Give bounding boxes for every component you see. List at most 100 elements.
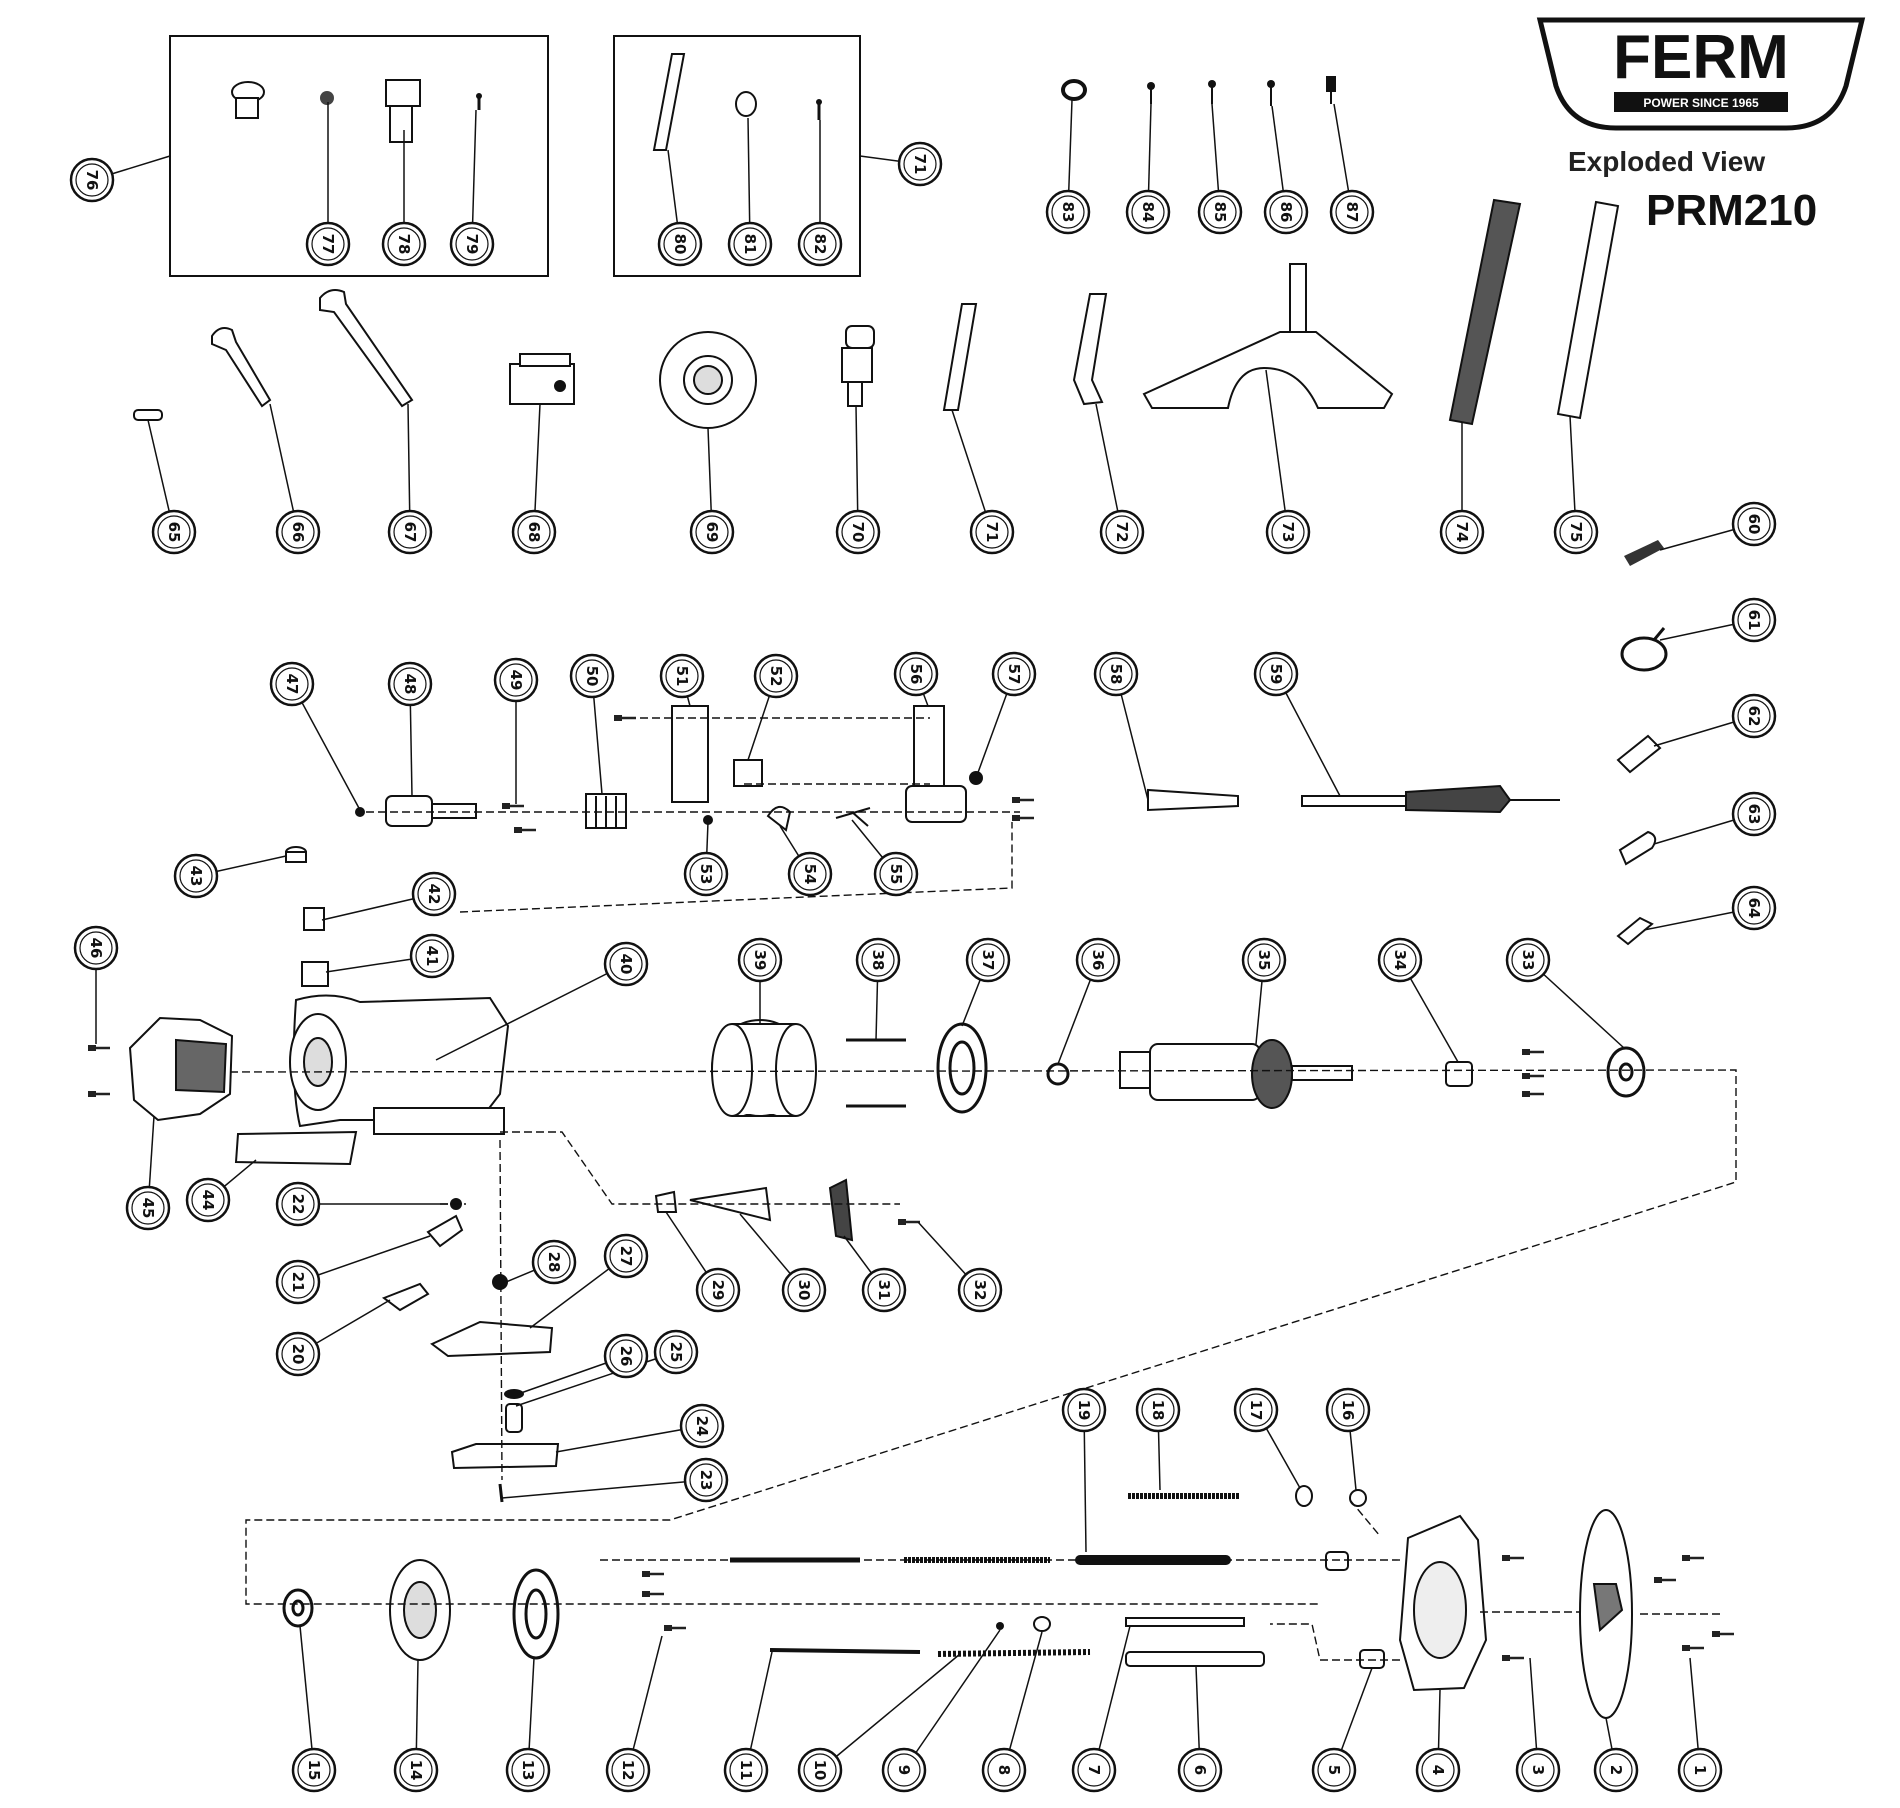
part-73-drawing — [1142, 263, 1394, 409]
callout-label-68: 68 — [525, 522, 543, 543]
callout-label-38: 38 — [869, 950, 887, 971]
leader-line-12 — [627, 1635, 663, 1771]
callout-label-71: 71 — [911, 154, 929, 175]
callout-5: 5 — [1311, 1747, 1357, 1793]
callout-label-10: 10 — [811, 1760, 829, 1781]
leader-line-19 — [1083, 1409, 1087, 1553]
callout-15: 15 — [291, 1747, 337, 1793]
part-21-drawing — [426, 1214, 464, 1248]
part-82-drawing — [816, 99, 822, 120]
callout-label-5: 5 — [1325, 1765, 1343, 1775]
callout-4: 4 — [1415, 1747, 1461, 1793]
callout-label-62: 62 — [1745, 706, 1763, 727]
callout-label-54: 54 — [801, 864, 819, 885]
callout-label-30: 30 — [795, 1280, 813, 1301]
callout-10: 10 — [797, 1747, 843, 1793]
callout-72: 72 — [1099, 509, 1145, 555]
callout-label-28: 28 — [545, 1252, 563, 1273]
callout-31: 31 — [861, 1267, 907, 1313]
callout-74: 74 — [1439, 509, 1485, 555]
part-20-drawing — [381, 1282, 430, 1312]
callout-label-1: 1 — [1691, 1765, 1709, 1775]
callout-57: 57 — [991, 651, 1037, 697]
part-16-drawing — [1349, 1489, 1367, 1507]
part-36-drawing — [1046, 1062, 1070, 1086]
part-28-drawing — [492, 1274, 508, 1290]
leader-line-7 — [1093, 1625, 1131, 1771]
part-17-drawing — [1295, 1485, 1313, 1507]
callout-label-63: 63 — [1745, 804, 1763, 825]
callout-label-66: 66 — [289, 522, 307, 543]
callout-label-56: 56 — [907, 664, 925, 685]
callout-12: 12 — [605, 1747, 651, 1793]
callout-label-46: 46 — [87, 938, 105, 959]
callout-54: 54 — [787, 851, 833, 897]
callout-28: 28 — [531, 1239, 577, 1285]
leader-line-23 — [501, 1479, 707, 1499]
part-85-drawing — [1208, 80, 1216, 104]
callout-7: 7 — [1071, 1747, 1117, 1793]
callout-38: 38 — [855, 937, 901, 983]
callout-label-35: 35 — [1255, 950, 1273, 971]
callout-41: 41 — [409, 933, 455, 979]
leader-line-8 — [1003, 1631, 1043, 1771]
part-48-drawing — [385, 795, 477, 827]
callout-43: 43 — [173, 853, 219, 899]
part-9-drawing — [996, 1622, 1004, 1630]
callout-label-76: 76 — [83, 170, 101, 191]
leader-line-40 — [435, 963, 627, 1061]
callout-16: 16 — [1325, 1387, 1371, 1433]
part-40-drawing — [289, 994, 510, 1135]
callout-83: 83 — [1045, 189, 1091, 235]
part-61-drawing — [1620, 627, 1668, 672]
part-83-drawing — [1061, 79, 1087, 101]
callout-label-42: 42 — [425, 884, 443, 905]
callout-29: 29 — [695, 1267, 741, 1313]
callout-34: 34 — [1377, 937, 1423, 983]
callout-58: 58 — [1093, 651, 1139, 697]
callout-59: 59 — [1253, 651, 1299, 697]
callout-label-47: 47 — [283, 674, 301, 695]
callout-14: 14 — [393, 1747, 439, 1793]
callout-17: 17 — [1233, 1387, 1279, 1433]
callout-1: 1 — [1677, 1747, 1723, 1793]
part-11-drawing — [769, 1648, 921, 1654]
callout-label-84: 84 — [1139, 202, 1157, 223]
svg-text:POWER SINCE 1965: POWER SINCE 1965 — [1643, 96, 1759, 110]
callout-label-52: 52 — [767, 666, 785, 687]
part-43-drawing — [285, 846, 307, 863]
part-14-drawing — [389, 1559, 451, 1661]
part-12-drawing — [662, 1623, 688, 1633]
callout-label-79: 79 — [463, 234, 481, 255]
leader-line-25 — [515, 1351, 677, 1407]
part-52-drawing — [733, 759, 763, 787]
callout-86: 86 — [1263, 189, 1309, 235]
callout-label-18: 18 — [1149, 1400, 1167, 1421]
part-38-drawing — [846, 1038, 906, 1108]
part-60-drawing — [1624, 540, 1664, 566]
callout-81: 81 — [727, 221, 773, 267]
part-8-drawing — [1033, 1616, 1051, 1632]
part-74-drawing — [1448, 198, 1522, 426]
callout-label-48: 48 — [401, 674, 419, 695]
callout-label-16: 16 — [1339, 1400, 1357, 1421]
part-53-drawing — [703, 815, 713, 825]
callout-36: 36 — [1075, 937, 1121, 983]
part-70-drawing — [841, 325, 875, 407]
callout-67: 67 — [387, 509, 433, 555]
part-49-drawing — [500, 801, 526, 811]
callout-18: 18 — [1135, 1387, 1181, 1433]
callout-77: 77 — [305, 221, 351, 267]
part-26-drawing — [504, 1389, 524, 1399]
callout-label-78: 78 — [395, 234, 413, 255]
part-67-drawing — [319, 289, 414, 408]
callout-label-75: 75 — [1567, 522, 1585, 543]
callout-82: 82 — [797, 221, 843, 267]
callout-label-73: 73 — [1279, 522, 1297, 543]
part-62-drawing — [1616, 734, 1662, 774]
part-81-drawing — [735, 91, 757, 117]
callout-69: 69 — [689, 509, 735, 555]
callout-label-65: 65 — [165, 522, 183, 543]
callout-label-7: 7 — [1085, 1765, 1103, 1775]
part-79-drawing — [476, 93, 482, 110]
